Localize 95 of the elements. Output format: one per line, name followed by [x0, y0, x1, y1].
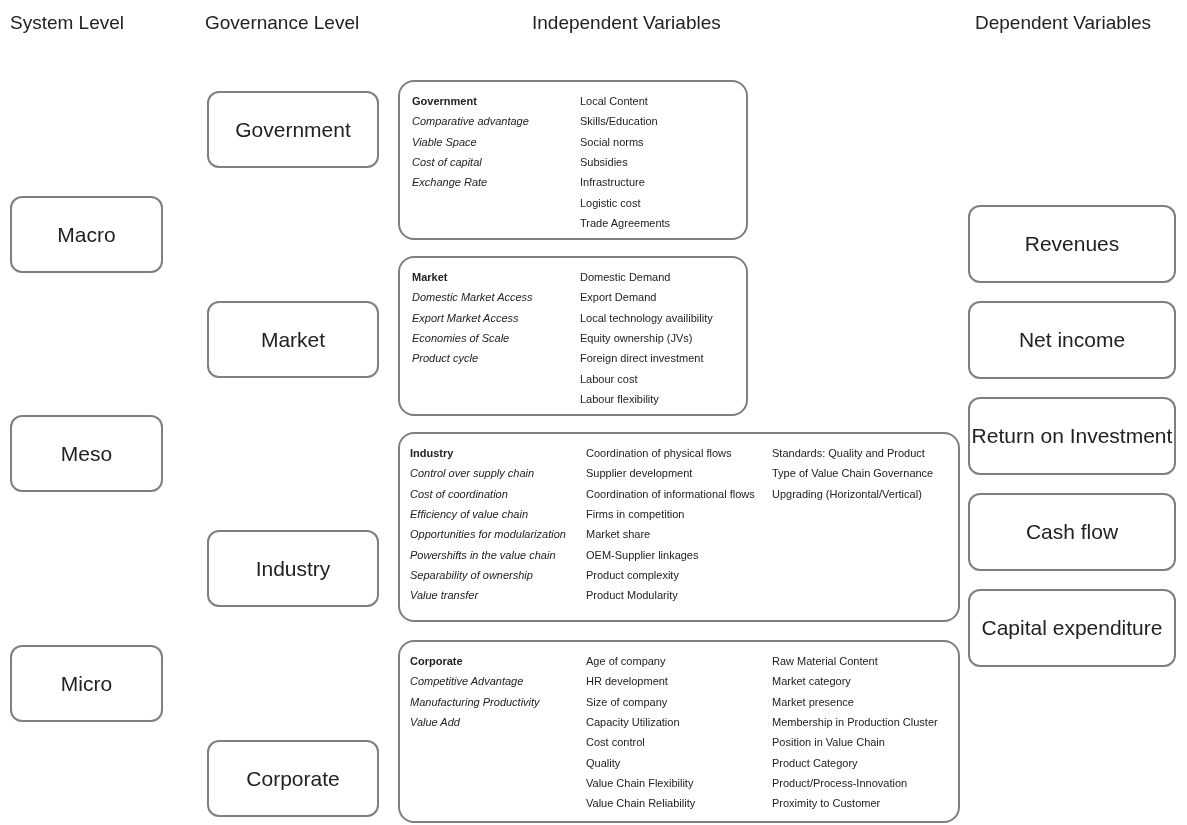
column-heading: Dependent Variables — [975, 12, 1152, 34]
variable-text: Quality — [586, 755, 621, 770]
variable-text: Export Demand — [580, 290, 657, 305]
variable-text: Skills/Education — [580, 114, 658, 129]
variable-text: Cost control — [586, 735, 645, 750]
factor-text: Export Market Access — [412, 310, 519, 325]
variable-box — [968, 589, 1176, 667]
level-box — [207, 91, 379, 168]
variable-text: Logistic cost — [580, 195, 641, 210]
variable-text: Local Content — [580, 94, 648, 108]
variable-text: Capacity Utilization — [586, 714, 680, 729]
variable-text: Product complexity — [586, 567, 679, 582]
variable-text: Labour cost — [580, 371, 638, 386]
variable-text: Supplier development — [586, 466, 693, 481]
factor-text: Efficiency of value chain — [410, 506, 528, 521]
column-heading: Independent Variables — [532, 12, 721, 34]
box-label: Cash flow — [1025, 519, 1119, 545]
variable-text: Local technology availibility — [580, 310, 713, 325]
variable-text: Standards: Quality and Product — [772, 446, 925, 460]
factor-text: Value Add — [410, 714, 460, 729]
variable-text: Type of Value Chain Governance — [772, 466, 934, 481]
level-box — [207, 301, 379, 378]
variable-box — [968, 205, 1176, 283]
box-label: Meso — [60, 440, 113, 467]
box-label: Industry — [255, 555, 331, 582]
box-label: Net income — [1018, 327, 1126, 353]
factor-text: Powershifts in the value chain — [410, 547, 556, 562]
variable-text: Social norms — [580, 134, 644, 149]
factor-text: Domestic Market Access — [412, 290, 533, 305]
level-box — [207, 530, 379, 607]
variable-box — [968, 397, 1176, 475]
variable-text: Size of company — [586, 694, 668, 709]
box-label: Capital expenditure — [981, 615, 1163, 641]
variable-text: Product/Process-Innovation — [772, 775, 908, 790]
level-box — [10, 645, 163, 722]
variable-text: Upgrading (Horizontal/Vertical) — [772, 486, 922, 501]
variables-panel — [398, 80, 748, 240]
level-box — [10, 415, 163, 492]
variables-panel — [398, 640, 960, 823]
factor-text: Cost of capital — [412, 154, 482, 169]
variable-text: Position in Value Chain — [772, 735, 885, 750]
variable-text: Value Chain Reliability — [586, 796, 696, 811]
variable-text: Labour flexibility — [580, 391, 659, 406]
variable-text: Trade Agreements — [580, 215, 671, 230]
factor-text: Manufacturing Productivity — [410, 694, 540, 709]
variable-box — [968, 493, 1176, 571]
box-label: Government — [235, 116, 351, 143]
factor-text: Exchange Rate — [412, 175, 488, 190]
variable-text: OEM-Supplier linkages — [586, 547, 699, 562]
variable-text: Domestic Demand — [580, 270, 671, 284]
variable-text: Market share — [586, 527, 651, 542]
box-label: Revenues — [1024, 231, 1120, 257]
panel-heading: Industry — [410, 446, 454, 460]
box-label: Macro — [57, 221, 116, 248]
factor-text: Value transfer — [410, 588, 479, 603]
variable-text: HR development — [586, 674, 668, 689]
variable-text: Market category — [772, 674, 851, 689]
factor-text: Opportunities for modularization — [410, 527, 566, 542]
variables-panel — [398, 256, 748, 416]
variable-text: Age of company — [586, 654, 666, 668]
variable-text: Product Modularity — [586, 588, 678, 603]
variable-box — [968, 301, 1176, 379]
column-heading: Governance Level — [205, 12, 360, 34]
variable-text: Equity ownership (JVs) — [580, 330, 693, 345]
variable-text: Subsidies — [580, 154, 628, 169]
box-label: Corporate — [246, 765, 340, 792]
factor-text: Economies of Scale — [412, 330, 510, 345]
variable-text: Product Category — [772, 755, 858, 770]
variable-text: Proximity to Customer — [772, 796, 881, 811]
factor-text: Comparative advantage — [412, 114, 529, 129]
variable-text: Infrastructure — [580, 175, 645, 190]
variable-text: Coordination of informational flows — [586, 486, 755, 501]
factor-text: Viable Space — [412, 134, 477, 149]
level-box — [207, 740, 379, 817]
box-label: Market — [260, 326, 326, 353]
factor-text: Control over supply chain — [410, 466, 535, 481]
column-heading: System Level — [10, 12, 125, 34]
variable-text: Raw Material Content — [772, 654, 878, 668]
variable-text: Membership in Production Cluster — [772, 714, 938, 729]
variable-text: Value Chain Flexibility — [586, 775, 694, 790]
variable-text: Market presence — [772, 694, 854, 709]
variable-text: Foreign direct investment — [580, 351, 704, 366]
level-box — [10, 196, 163, 273]
variable-text: Firms in competition — [586, 506, 685, 521]
box-label: Return on Investment — [971, 423, 1173, 449]
factor-text: Competitive Advantage — [410, 674, 524, 689]
panel-heading: Government — [412, 94, 477, 108]
panel-heading: Market — [412, 270, 448, 284]
factor-text: Product cycle — [412, 351, 479, 366]
panel-heading: Corporate — [410, 654, 463, 668]
factor-text: Cost of coordination — [410, 486, 508, 501]
variable-text: Coordination of physical flows — [586, 446, 732, 460]
box-label: Micro — [60, 670, 113, 697]
variables-panel — [398, 432, 960, 622]
factor-text: Separability of ownership — [410, 567, 533, 582]
